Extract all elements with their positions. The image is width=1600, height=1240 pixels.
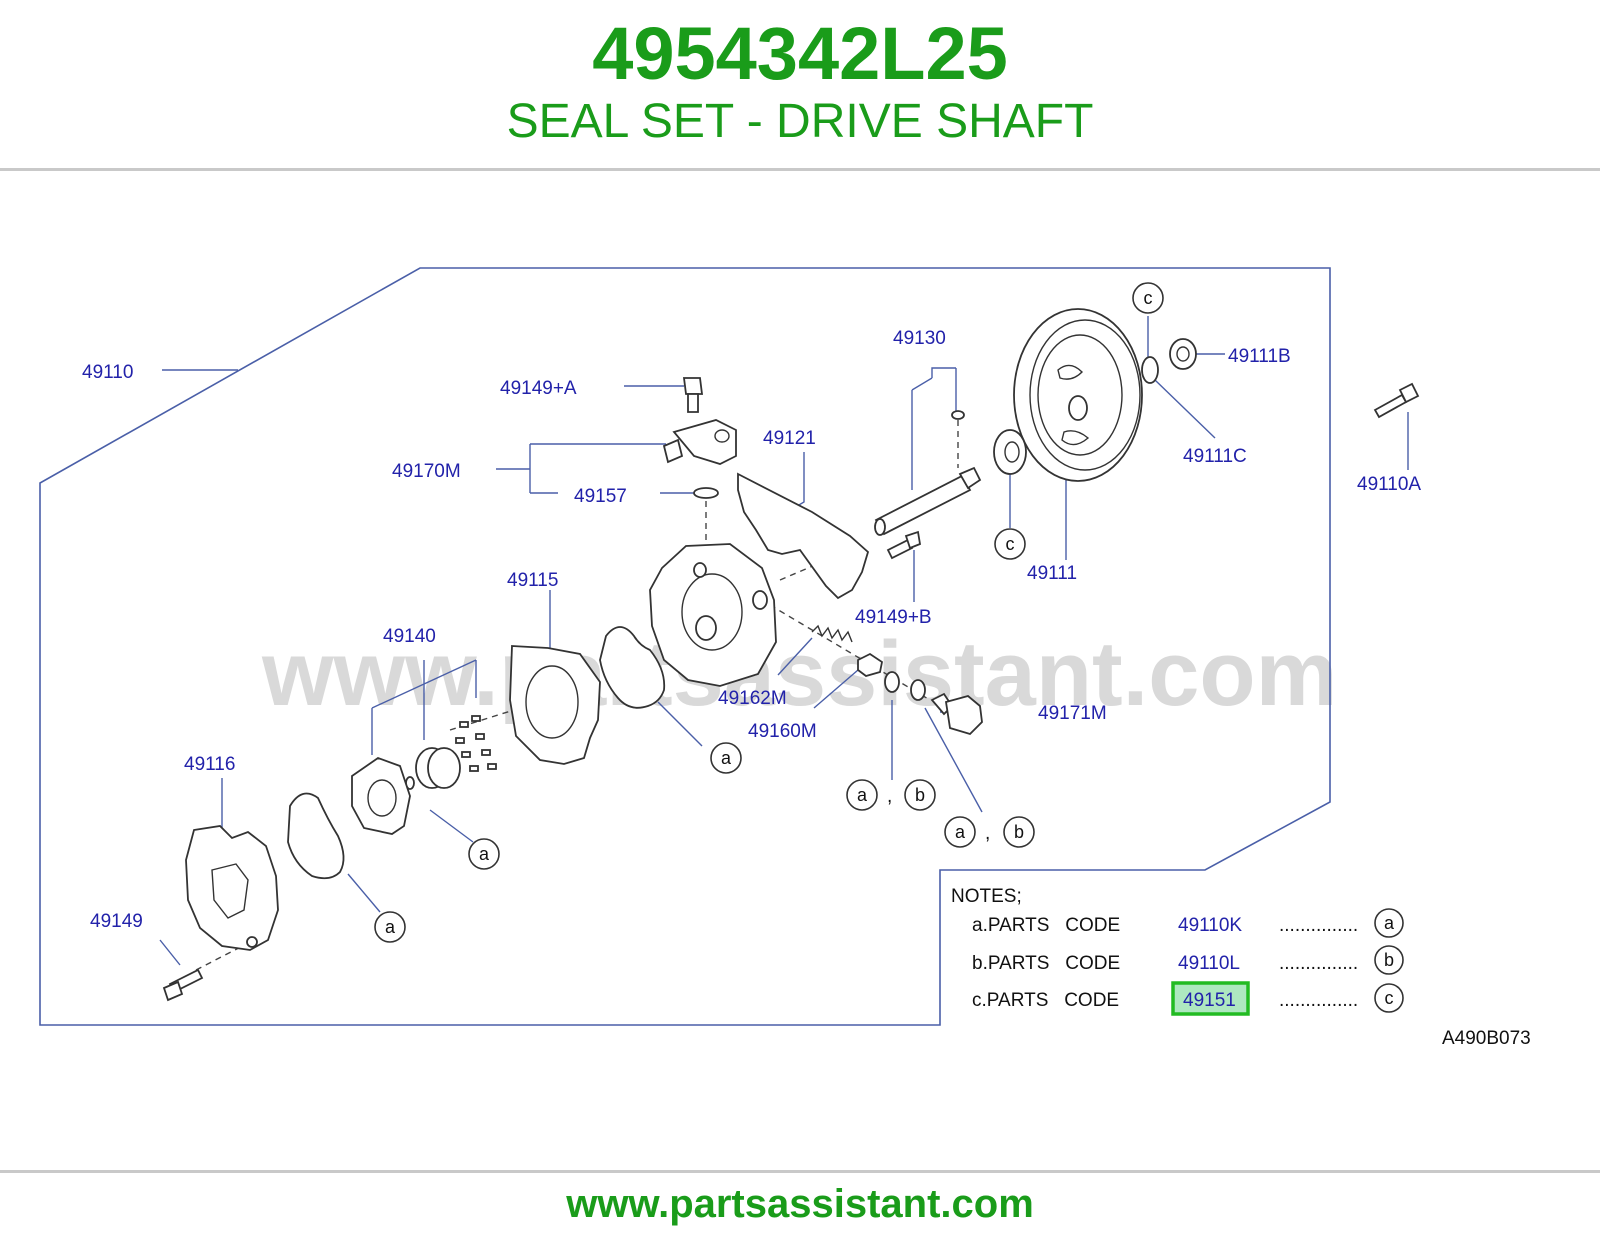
washer-49111C [1141,356,1159,384]
svg-text:a: a [857,785,868,805]
label-49157: 49157 [574,486,627,507]
svg-text:c: c [1006,534,1015,554]
callout-b-oring1: b [904,779,936,811]
oring-b [910,679,926,701]
label-49110A: 49110A [1357,474,1421,495]
svg-text:a: a [955,822,966,842]
svg-text:b: b [915,785,925,805]
gasket-cover [287,792,345,880]
assembly-frame [39,267,1331,1026]
callout-c-top: c [1132,282,1164,314]
notes-heading: NOTES; [951,886,1022,907]
note-label-b: b.PARTS CODE [972,953,1120,974]
callout-c-seal: c [994,528,1026,560]
side-plate [351,756,411,835]
nut-49111B [1169,338,1197,370]
label-49149A: 49149+A [500,378,577,399]
label-49121: 49121 [763,428,816,449]
fitting-49170M [662,419,737,465]
rotor-49140 [415,715,497,789]
label-49111: 49111 [1027,563,1077,584]
label-49149B: 49149+B [855,607,932,628]
spring-49162M [811,624,853,643]
plug-49160M [857,652,884,677]
drawing-code: A490B073 [1442,1028,1531,1049]
note-ref-c: c [1385,988,1394,1008]
connector-49171M [930,692,983,736]
callout-a-rotor: a [468,838,500,870]
callout-separator-1: , [887,786,892,807]
seal-49151 [993,429,1027,475]
part-title: SEAL SET - DRIVE SHAFT [506,95,1094,148]
note-dots-b: ............... [1279,953,1358,974]
label-49140: 49140 [383,626,436,647]
label-49149: 49149 [90,911,143,932]
bracket-49121 [737,472,870,600]
label-49111C: 49111C [1183,446,1247,467]
note-code-a[interactable]: 49110K [1178,915,1242,936]
label-49171M: 49171M [1038,703,1107,724]
bolt-49110A [1373,382,1420,419]
note-dots-c: ............... [1279,990,1358,1011]
note-row-c: c.PARTS CODE 49151 ............... c [972,981,1404,1016]
gasket-pump [599,626,666,709]
page-header: 4954342L25 SEAL SET - DRIVE SHAFT [0,0,1600,168]
footer-url[interactable]: www.partsassistant.com [566,1182,1034,1226]
note-code-c[interactable]: 49151 [1183,990,1236,1011]
label-49111B: 49111B [1228,346,1291,367]
note-label-c: c.PARTS CODE [972,990,1119,1011]
svg-text:a: a [479,844,490,864]
label-49110: 49110 [82,362,133,383]
bottom-divider [0,1170,1600,1173]
parts [162,308,1420,1002]
bolt-49149B [886,530,922,560]
label-49115: 49115 [507,570,558,591]
label-49130: 49130 [893,328,946,349]
shaft-49130 [874,410,982,536]
label-49160M: 49160M [748,721,817,742]
pump-body [649,543,777,687]
bolt-49149 [162,968,204,1002]
bolt-49149A [682,377,704,413]
oring-49157 [693,487,719,499]
callout-a-cover-gasket: a [374,911,406,943]
callout-separator-2: , [985,823,990,844]
rear-cover-49116 [185,825,279,951]
note-code-b[interactable]: 49110L [1178,953,1240,974]
note-row-b: b.PARTS CODE 49110L ............... b [972,945,1404,975]
parts-diagram: www.partsassistant.com [0,250,1600,1090]
note-dots-a: ............... [1279,915,1358,936]
note-row-a: a.PARTS CODE 49110K ............... a [972,908,1404,938]
part-number: 4954342L25 [592,12,1008,95]
top-divider [0,168,1600,171]
label-49116: 49116 [184,754,235,775]
callout-a-oring2: a [944,816,976,848]
svg-text:c: c [1144,288,1153,308]
highlight-box [1171,981,1250,1016]
cam-ring-49115 [509,645,601,765]
note-ref-b: b [1384,950,1394,970]
pulley-49111 [1013,308,1143,482]
svg-text:a: a [385,917,396,937]
watermark: www.partsassistant.com [261,623,1337,725]
callout-a-gasket: a [710,742,742,774]
callout-b-oring2: b [1003,816,1035,848]
note-label-a: a.PARTS CODE [972,915,1120,936]
oring-a [884,671,900,693]
callouts: c c a a , b a , b a [374,282,1164,943]
svg-text:a: a [721,748,732,768]
label-49162M: 49162M [718,688,787,709]
callout-a-oring1: a [846,779,878,811]
part-labels: 49110 49149+A 49170M 49157 49121 49130 4… [82,328,1421,932]
note-ref-a: a [1384,913,1395,933]
notes: NOTES; a.PARTS CODE 49110K .............… [951,886,1404,1016]
svg-text:b: b [1014,822,1024,842]
label-49170M: 49170M [392,461,461,482]
